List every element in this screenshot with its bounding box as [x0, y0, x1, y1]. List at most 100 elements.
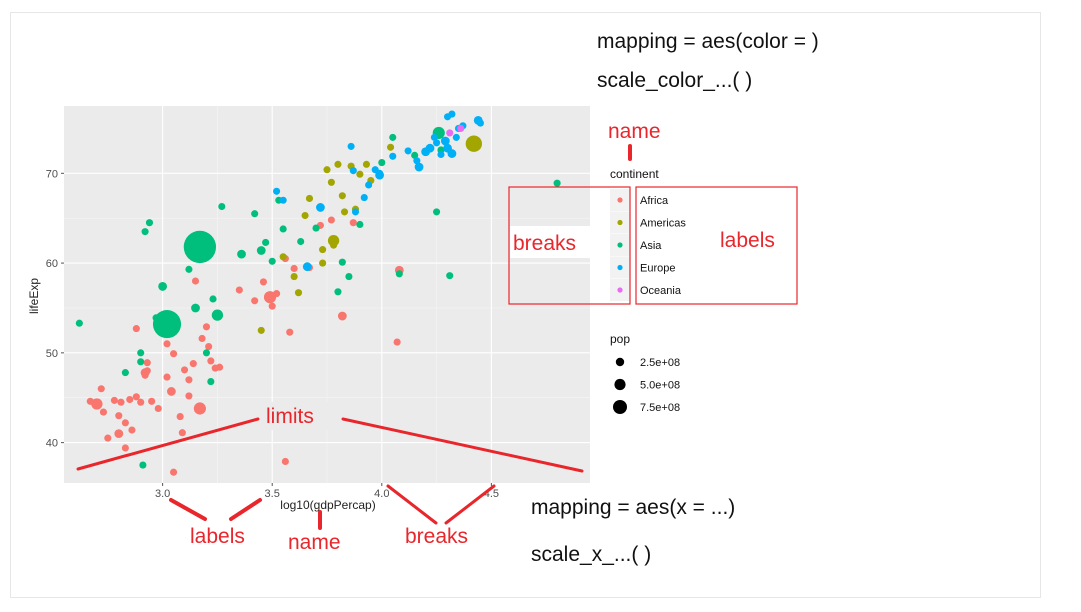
limits-line-left [76, 417, 260, 471]
data-point-europe [302, 262, 312, 272]
color-legend-title: continent [610, 167, 659, 181]
legend-label-oceania: Oceania [640, 285, 682, 297]
data-point-asia [145, 219, 154, 227]
data-point-asia [202, 349, 211, 357]
data-point-americas [334, 160, 342, 168]
data-point-europe [433, 139, 441, 147]
data-point-africa [170, 468, 178, 476]
axis-labels-pointer-1 [169, 498, 207, 521]
data-point-americas [362, 160, 371, 168]
code-color-mapping: mapping = aes(color = ) [597, 30, 819, 53]
data-point-europe [413, 157, 421, 165]
data-point-europe [273, 187, 281, 195]
data-point-asia [433, 208, 441, 216]
data-point-europe [279, 196, 287, 204]
data-point-europe [404, 147, 412, 155]
data-point-africa [114, 429, 124, 439]
data-point-africa [268, 302, 276, 310]
data-point-asia [75, 319, 83, 327]
data-point-asia [395, 270, 403, 278]
data-point-asia [141, 228, 149, 236]
data-point-asia [262, 238, 270, 246]
data-point-africa [154, 404, 162, 413]
data-point-europe [448, 110, 456, 118]
data-point-europe [440, 136, 450, 146]
data-point-asia [152, 310, 182, 339]
grid-lines [64, 106, 590, 483]
data-point-africa [176, 413, 184, 421]
size-legend-key [615, 357, 625, 367]
data-point-africa [193, 402, 206, 415]
data-point-africa [327, 216, 335, 224]
x-tick-label: 4.0 [374, 488, 389, 500]
legend-label-africa: Africa [640, 195, 669, 207]
data-point-americas [338, 192, 346, 200]
data-point-americas [327, 178, 335, 186]
code-x-scale: scale_x_...( ) [531, 543, 651, 566]
legend-key-oceania [617, 287, 623, 293]
data-point-asia [297, 237, 305, 246]
data-point-africa [126, 395, 134, 404]
code-color-scale: scale_color_...( ) [597, 69, 752, 92]
x-tick-label: 3.5 [265, 488, 280, 500]
data-point-africa [205, 343, 213, 351]
data-point-oceania [457, 124, 465, 133]
data-point-africa [128, 426, 136, 434]
data-point-africa [97, 385, 105, 393]
data-point-africa [121, 419, 129, 427]
data-point-africa [185, 392, 193, 400]
axis-name-label: name [288, 531, 341, 554]
axis-labels-pointer-2 [229, 498, 262, 521]
code-x-mapping: mapping = aes(x = ...) [531, 496, 735, 519]
data-point-europe [430, 133, 438, 141]
data-point-africa [115, 412, 123, 420]
data-point-europe [349, 167, 357, 175]
data-point-asia [345, 272, 353, 281]
data-point-americas [279, 253, 287, 261]
data-point-africa [148, 397, 156, 405]
data-point-europe [452, 133, 460, 141]
data-point-europe [437, 150, 445, 159]
legend-name-label: name [608, 120, 661, 143]
data-point-americas [323, 166, 331, 174]
data-point-americas [257, 326, 265, 334]
data-point-africa [273, 290, 281, 298]
data-point-asia [237, 249, 246, 259]
limits-line-right [341, 417, 584, 473]
data-point-africa [143, 367, 151, 375]
x-tick-label: 3.0 [155, 488, 170, 500]
axis-breaks-pointer-1 [386, 484, 438, 525]
data-point-africa [180, 366, 189, 374]
size-legend: 2.5e+085.0e+087.5e+08 [613, 357, 680, 414]
data-point-americas [301, 211, 309, 220]
data-point-africa [110, 396, 118, 404]
data-point-asia [389, 133, 397, 141]
data-point-africa [178, 429, 186, 437]
data-point-africa [185, 376, 193, 384]
data-point-africa [393, 338, 401, 346]
data-point-asia [211, 309, 224, 321]
data-point-asia [251, 210, 259, 218]
data-point-africa [132, 325, 140, 333]
data-point-asia [446, 272, 454, 280]
y-tick-label: 70 [46, 168, 58, 180]
data-point-asia [218, 202, 226, 211]
legend-key-asia [617, 242, 623, 248]
legend-breaks-label-bg [510, 226, 608, 258]
data-point-africa [349, 219, 357, 227]
data-point-asia [158, 282, 168, 291]
data-point-europe [425, 143, 435, 153]
data-point-asia [185, 265, 193, 273]
data-point-africa [198, 334, 206, 343]
data-point-asia [553, 179, 561, 187]
data-point-africa [137, 398, 145, 406]
legend-label-europe: Europe [640, 263, 675, 275]
data-point-africa [132, 393, 140, 401]
y-tick-label: 60 [46, 258, 58, 270]
size-legend-key [614, 378, 626, 391]
data-point-africa [189, 360, 197, 368]
data-point-africa [207, 357, 215, 365]
data-point-asia [207, 378, 215, 386]
